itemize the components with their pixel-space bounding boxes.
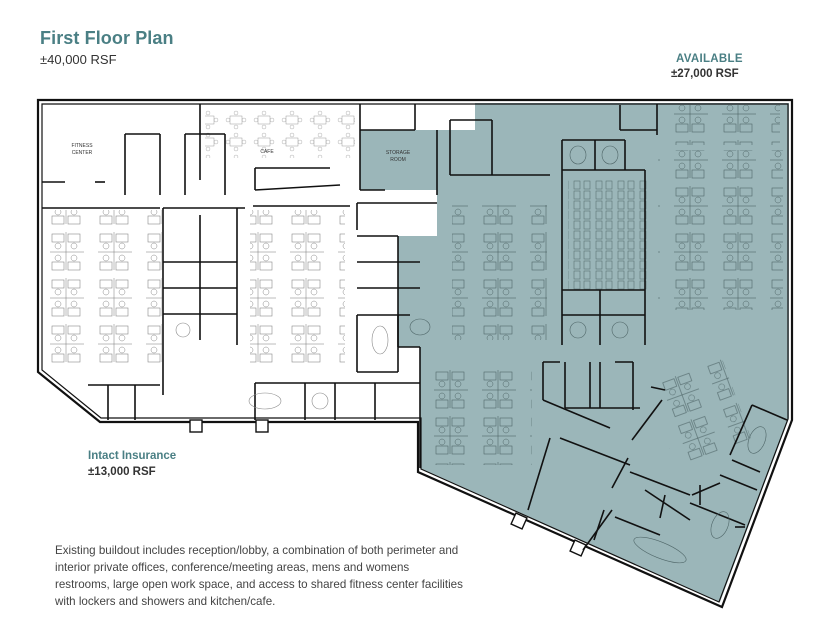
total-area: ±40,000 RSF (40, 52, 117, 67)
page-title: First Floor Plan (40, 28, 174, 48)
available-area: ±27,000 RSF (671, 68, 739, 80)
tenant-area: ±13,000 RSF (88, 466, 156, 478)
fitness-center-label-2: CENTER (72, 150, 93, 156)
cafe-label: CAFE (260, 149, 274, 155)
storage-room-label-2: ROOM (390, 157, 406, 163)
fitness-center-label: FITNESS (71, 143, 93, 149)
tenant-label: Intact Insurance (88, 450, 177, 462)
available-label: AVAILABLE (676, 53, 743, 65)
storage-room-label: STORAGE (386, 150, 411, 156)
description: Existing buildout includes reception/lob… (55, 544, 463, 608)
building-outline (36, 98, 794, 609)
